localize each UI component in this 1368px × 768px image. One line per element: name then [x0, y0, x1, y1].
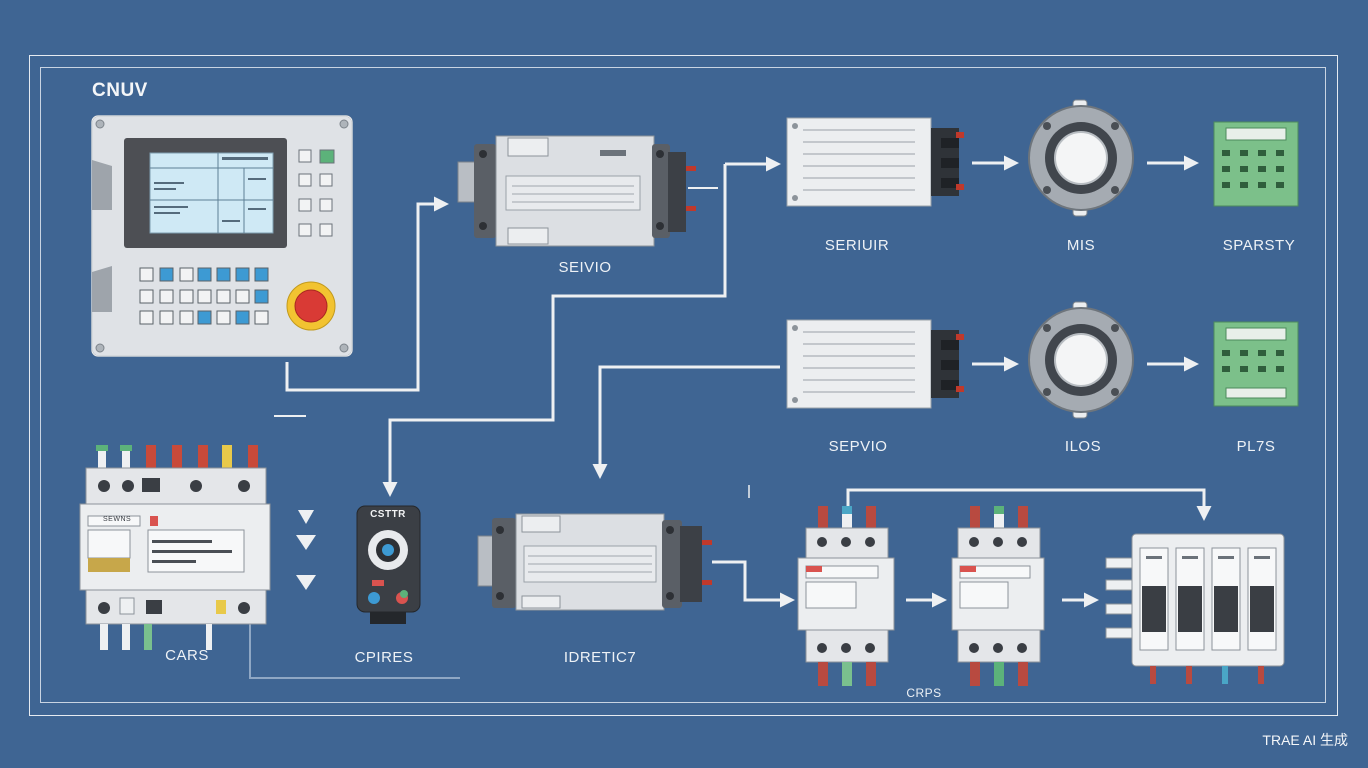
down-arrow-3 [296, 575, 316, 590]
contactor-2 [951, 506, 1045, 686]
label-cars: CARS [165, 647, 209, 664]
power-relay-module [79, 445, 271, 650]
pendant-label: CSTTR [370, 509, 406, 520]
watermark: TRAE AI 生成 [1262, 732, 1348, 748]
control-pendant [356, 505, 421, 624]
label-cpires: CPIRES [354, 649, 414, 666]
cnc-side-bracket-lower [92, 266, 112, 312]
diagram-title: CNUV [92, 80, 148, 101]
servo-motor-bottom [477, 513, 712, 611]
down-arrows [296, 510, 316, 590]
motor-top [1028, 99, 1134, 217]
servo-driver-mid-right [786, 319, 964, 409]
cnc-side-bracket-upper [92, 160, 112, 210]
relay-bottom-terminals [100, 624, 212, 650]
circuit-breaker-block [1105, 533, 1285, 684]
outer-frame [29, 55, 1338, 716]
label-pl7s: PL7S [1236, 438, 1276, 455]
label-idretic7: IDRETIC7 [563, 649, 637, 666]
down-arrow-1 [298, 510, 314, 524]
label-servo-driver-mid: SEPVIO [828, 438, 888, 455]
cnc-controller [91, 115, 353, 357]
servo-drive-top [457, 135, 718, 247]
label-servo-driver-top: SERIUIR [824, 237, 890, 254]
cnc-screen [149, 152, 274, 234]
relay-top-terminals [96, 445, 258, 471]
motor-mid [1028, 301, 1134, 419]
servo-driver-top-right [786, 117, 964, 207]
emergency-stop-button [294, 289, 328, 323]
relay-module-text: SEWNS [103, 516, 132, 523]
connections [274, 155, 1212, 608]
link-servo-to-pendant [382, 164, 727, 497]
label-mis: MIS [1066, 237, 1096, 254]
label-servo-top: SEIVIO [558, 259, 612, 276]
inner-frame [40, 67, 1326, 703]
link-cnc-to-servo [285, 196, 449, 392]
contactor-1 [797, 506, 895, 686]
faint-wire-bottom [249, 612, 460, 679]
label-sparsty: SPARSTY [1222, 237, 1296, 254]
label-ilos: ILOS [1064, 438, 1102, 455]
link-relay-top-to-breakers [846, 488, 1212, 521]
link-driver-to-motor [592, 365, 780, 479]
faint-wires [249, 612, 460, 679]
label-crps: CRPS [906, 686, 942, 700]
io-board-mid [1213, 321, 1299, 407]
cnc-keypad [139, 267, 269, 325]
down-arrow-2 [296, 535, 316, 550]
link-motor-to-relay [712, 560, 795, 608]
io-board-top [1213, 121, 1299, 207]
